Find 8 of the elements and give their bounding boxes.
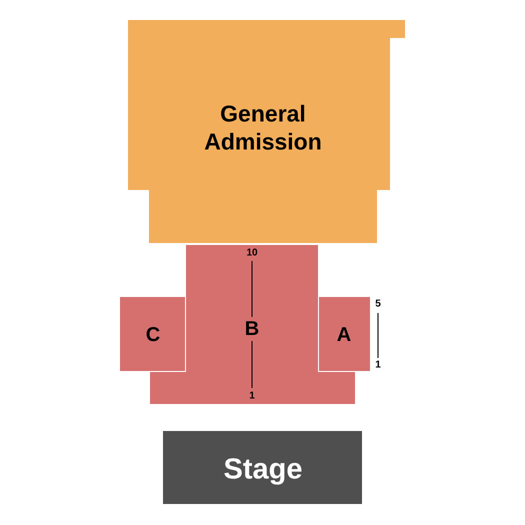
row-number: 5 [375,298,381,310]
row-number: 10 [246,248,258,258]
row-number: 1 [249,390,255,402]
seating-section [319,297,370,371]
stage-area [163,431,362,504]
general-admission-section [128,20,405,243]
row-number: 1 [375,360,381,370]
seating-section [120,297,185,371]
